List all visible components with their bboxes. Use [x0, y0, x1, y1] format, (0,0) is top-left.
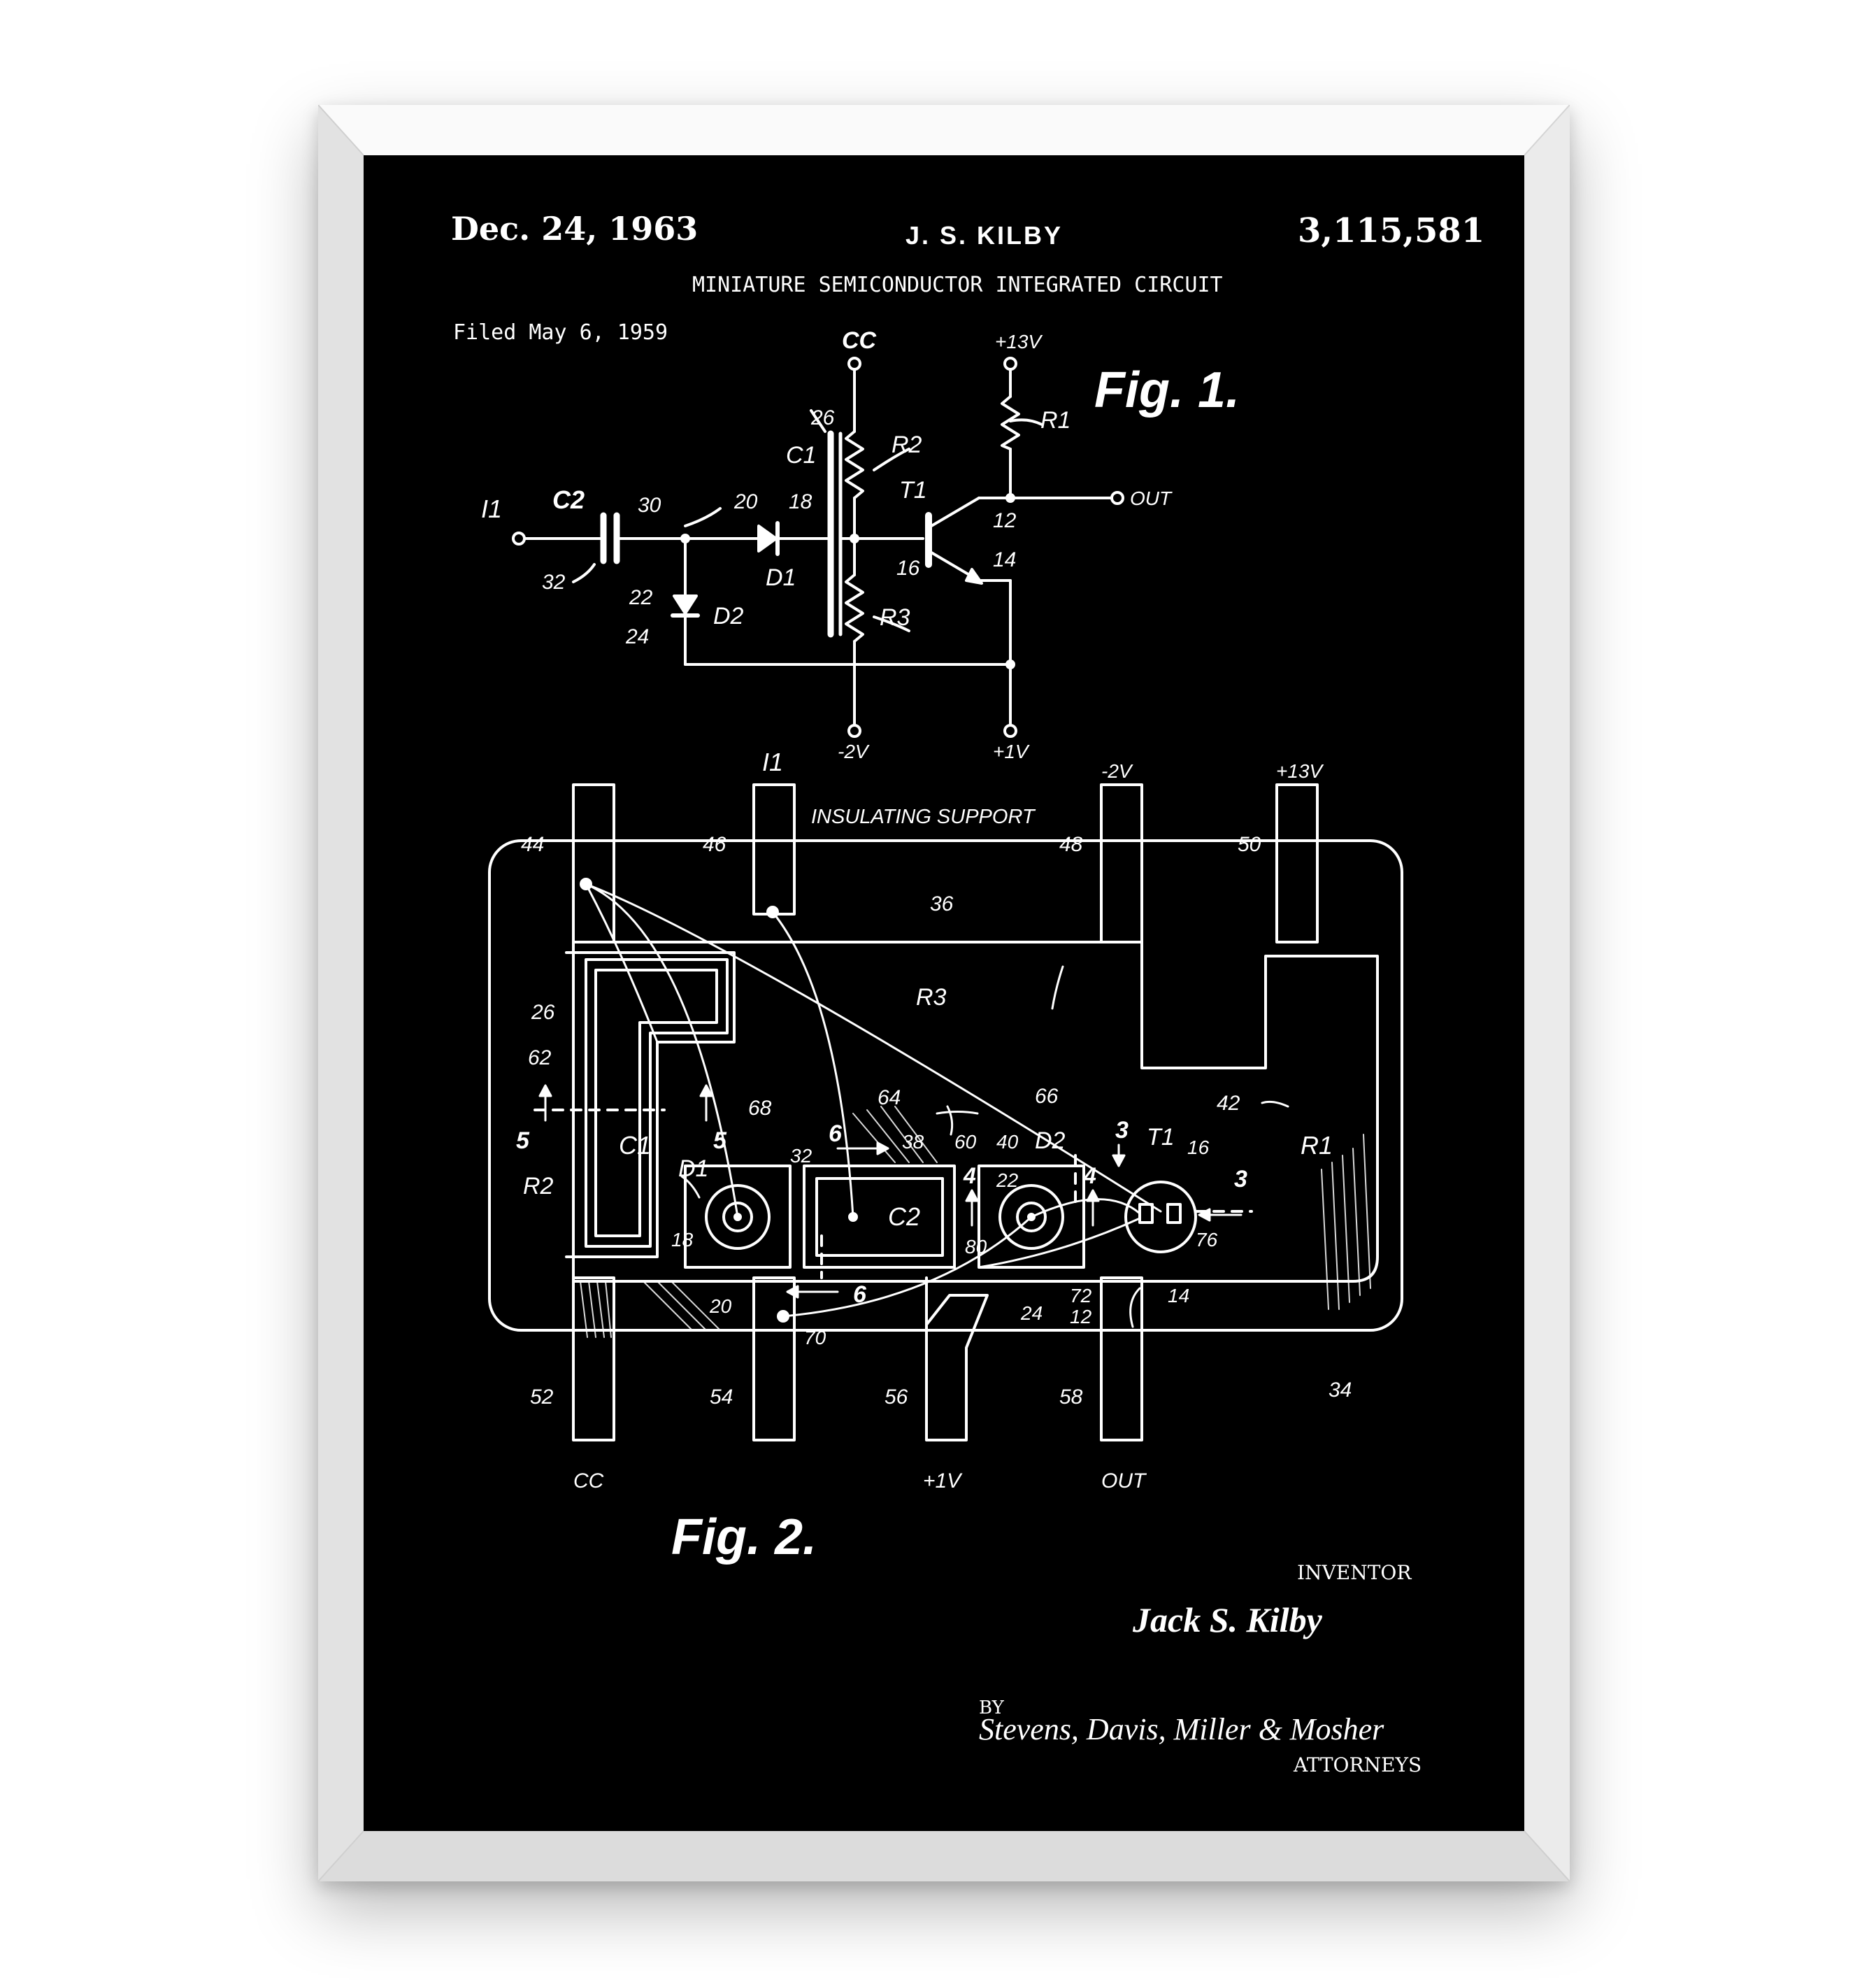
fig2-label-24: 24: [1020, 1302, 1043, 1324]
fig1-label-18: 18: [789, 490, 812, 513]
fig2-label-13v: +13V: [1276, 760, 1324, 782]
fig2-label-64: 64: [878, 1086, 901, 1109]
fig1-label-13v: +13V: [995, 331, 1043, 352]
fig1-label-16: 16: [896, 557, 920, 580]
fig2-label-36: 36: [930, 892, 954, 916]
attorneys-signature: Stevens, Davis, Miller & Mosher: [979, 1712, 1384, 1746]
fig2-label-18: 18: [671, 1229, 694, 1251]
fig1-labels: CC +13V R1 OUT 26 R2 C1 T1 12 14 I1 C2 3…: [481, 327, 1240, 762]
fig2-caption: Fig. 2.: [671, 1509, 817, 1565]
patent-poster: Dec. 24, 1963 J. S. KILBY 3,115,581 MINI…: [364, 155, 1524, 1831]
fig2-label-cc: CC: [573, 1469, 604, 1493]
fig2-label-3b: 3: [1234, 1166, 1247, 1192]
patent-title: MINIATURE SEMICONDUCTOR INTEGRATED CIRCU…: [692, 273, 1223, 297]
patent-date: Dec. 24, 1963: [451, 210, 699, 248]
fig2-layout: [488, 783, 1403, 1441]
fig2-label-80: 80: [965, 1236, 987, 1258]
fig2-label-42: 42: [1217, 1092, 1240, 1115]
fig1-label-i1: I1: [481, 494, 502, 523]
fig2-label-46: 46: [703, 833, 726, 856]
fig2-label-3a: 3: [1115, 1117, 1129, 1144]
fig2-label-52: 52: [530, 1386, 554, 1409]
fig1-label-22: 22: [629, 586, 653, 609]
fig2-label-20: 20: [709, 1295, 732, 1317]
fig2-label-58: 58: [1059, 1386, 1083, 1409]
fig2-label-76: 76: [1196, 1229, 1218, 1251]
fig1-label-t1: T1: [899, 477, 927, 504]
fig1-label-30: 30: [638, 494, 661, 517]
inventor-signature: Jack S. Kilby: [1133, 1600, 1322, 1639]
fig1-label-12: 12: [993, 509, 1017, 532]
fig2-label-50: 50: [1238, 833, 1261, 856]
fig2-label-4b: 4: [1083, 1163, 1096, 1188]
fig2-label-r3: R3: [916, 984, 947, 1011]
fig2-label-62: 62: [528, 1046, 552, 1069]
fig2-label-32: 32: [790, 1145, 812, 1167]
by-label: BY: [979, 1697, 1004, 1718]
fig2-label-insulating-support: INSULATING SUPPORT: [811, 806, 1036, 828]
fig2-label-pos1v: +1V: [923, 1469, 963, 1493]
fig2-label-out: OUT: [1101, 1469, 1147, 1493]
frame-bevel: [318, 105, 1570, 1881]
fig1-label-c2: C2: [552, 485, 585, 514]
fig2-label-72: 72: [1070, 1285, 1092, 1306]
fig2-label-6b: 6: [853, 1281, 867, 1308]
fig1-label-neg2v: -2V: [838, 741, 870, 762]
fig2-label-c2: C2: [888, 1202, 920, 1231]
fig1-label-24: 24: [625, 625, 649, 648]
fig1-label-14: 14: [993, 548, 1016, 571]
fig2-label-68: 68: [748, 1097, 772, 1120]
fig2-label-38: 38: [902, 1131, 924, 1153]
fig2-label-5a: 5: [516, 1127, 530, 1154]
fig1-label-pos1v: +1V: [993, 741, 1030, 762]
fig2-label-26: 26: [531, 1001, 555, 1024]
fig1-schematic: [512, 357, 1124, 738]
fig2-label-d1: D1: [678, 1155, 708, 1182]
fig2-label-t1: T1: [1147, 1124, 1175, 1151]
patent-number: 3,115,581: [1298, 211, 1485, 250]
fig2-label-r1: R1: [1301, 1131, 1333, 1160]
fig1-label-32: 32: [542, 571, 566, 594]
fig2-label-i1: I1: [762, 748, 783, 776]
fig1-label-out: OUT: [1130, 487, 1173, 509]
patent-drawing: CC +13V R1 OUT 26 R2 C1 T1 12 14 I1 C2 3…: [481, 327, 1403, 1565]
fig1-label-d2: D2: [713, 603, 744, 629]
fig2-label-neg2v: -2V: [1101, 760, 1133, 782]
fig1-label-c1: C1: [786, 442, 816, 469]
inventor-label: INVENTOR: [1297, 1561, 1412, 1584]
fig2-label-60: 60: [954, 1131, 977, 1153]
filed-date: Filed May 6, 1959: [453, 320, 668, 345]
fig2-label-40: 40: [996, 1131, 1019, 1153]
fig1-label-26: 26: [810, 406, 835, 429]
fig2-labels: I1 -2V +13V INSULATING SUPPORT 44 46 48 …: [516, 748, 1352, 1565]
fig2-label-4a: 4: [963, 1163, 976, 1188]
fig2-label-44: 44: [521, 833, 544, 856]
fig2-label-d2: D2: [1035, 1127, 1066, 1154]
fig2-label-34: 34: [1329, 1379, 1352, 1402]
fig2-label-14: 14: [1168, 1285, 1189, 1306]
fig2-label-6a: 6: [829, 1120, 843, 1147]
fig2-label-22: 22: [996, 1169, 1019, 1191]
fig2-label-r2: R2: [523, 1173, 554, 1199]
fig1-caption: Fig. 1.: [1094, 362, 1240, 418]
fig2-label-c1: C1: [619, 1131, 651, 1160]
fig1-label-cc: CC: [842, 327, 877, 354]
fig2-label-12: 12: [1070, 1306, 1092, 1327]
fig2-label-66: 66: [1035, 1085, 1059, 1108]
fig1-label-r2: R2: [892, 432, 922, 458]
fig1-label-20: 20: [733, 490, 758, 513]
fig2-label-16: 16: [1187, 1137, 1210, 1158]
attorneys-label: ATTORNEYS: [1294, 1753, 1422, 1776]
fig1-label-r1: R1: [1040, 407, 1071, 434]
fig2-label-56: 56: [885, 1386, 908, 1409]
fig2-label-70: 70: [804, 1327, 826, 1348]
fig1-label-r3: R3: [880, 604, 910, 631]
inventor-heading: J. S. KILBY: [905, 221, 1064, 250]
fig2-label-5b: 5: [713, 1127, 727, 1154]
fig2-label-54: 54: [710, 1386, 733, 1409]
fig2-label-48: 48: [1059, 833, 1083, 856]
fig1-label-d1: D1: [766, 564, 796, 591]
